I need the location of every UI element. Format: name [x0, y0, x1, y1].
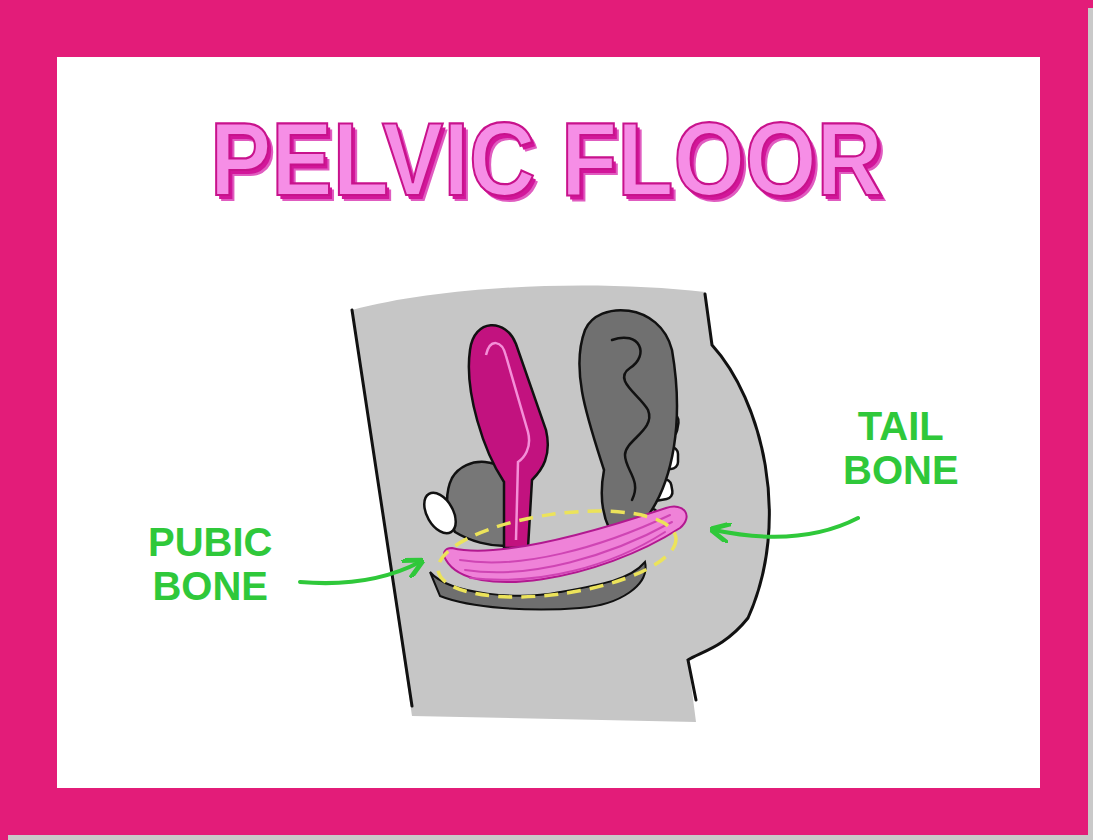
rectum-fold	[612, 338, 649, 500]
body-outline	[688, 294, 769, 700]
pelvic-floor-muscle	[444, 507, 687, 582]
diagram-title: PELVIC FLOOR	[0, 108, 1093, 211]
uterus-inner	[486, 343, 529, 540]
body-silhouette	[352, 286, 769, 722]
body-outline	[352, 310, 412, 706]
callout-label: PUBIC BONE	[148, 520, 272, 608]
muscle-fibre	[465, 522, 672, 572]
callout-label: TAIL BONE	[843, 404, 959, 492]
pubic-bone	[418, 487, 463, 538]
frame-shadow	[8, 835, 1093, 840]
highlight-ellipse	[433, 498, 682, 611]
uterus	[469, 325, 548, 548]
frame-shadow	[1088, 8, 1093, 840]
leader-arrow	[300, 562, 420, 583]
leader-arrow	[714, 518, 858, 537]
